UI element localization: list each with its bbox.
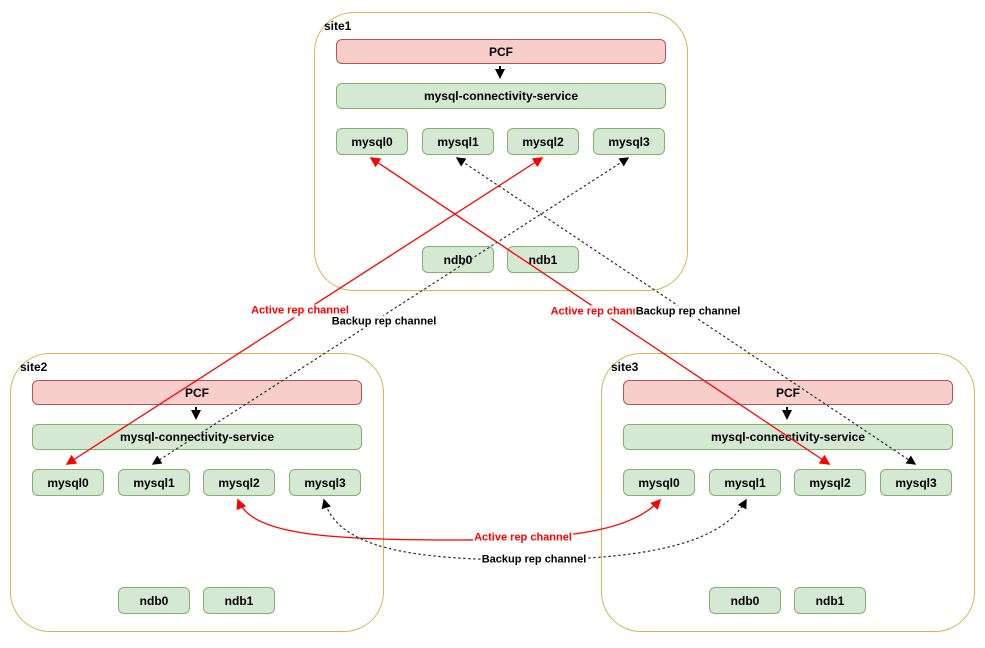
site1-mysql0-node: mysql0 bbox=[336, 128, 408, 155]
site3-mysql0-node: mysql0 bbox=[623, 469, 695, 496]
site1-pcf-box: PCF bbox=[336, 39, 666, 64]
backup-rep-channel-label-site1-site3: Backup rep channel bbox=[634, 305, 742, 319]
site2-mysql1-node: mysql1 bbox=[118, 469, 190, 496]
site1-container: site1 PCF mysql-connectivity-service mys… bbox=[314, 12, 688, 291]
backup-rep-channel-label-site2-site3: Backup rep channel bbox=[480, 553, 588, 567]
site1-mysql2-node: mysql2 bbox=[507, 128, 579, 155]
site3-connectivity-service-box: mysql-connectivity-service bbox=[623, 424, 953, 450]
site2-connectivity-service-box: mysql-connectivity-service bbox=[32, 424, 362, 450]
site1-ndb1-node: ndb1 bbox=[507, 246, 579, 273]
site3-label: site3 bbox=[611, 360, 639, 374]
site2-container: site2 PCF mysql-connectivity-service mys… bbox=[10, 353, 384, 632]
site2-pcf-box: PCF bbox=[32, 380, 362, 405]
site1-mysql1-node: mysql1 bbox=[422, 128, 494, 155]
backup-rep-channel-label-site1-site2: Backup rep channel bbox=[330, 315, 438, 329]
site3-ndb0-node: ndb0 bbox=[709, 587, 781, 614]
site3-ndb1-node: ndb1 bbox=[794, 587, 866, 614]
site3-mysql1-node: mysql1 bbox=[709, 469, 781, 496]
site2-ndb0-node: ndb0 bbox=[118, 587, 190, 614]
site3-container: site3 PCF mysql-connectivity-service mys… bbox=[601, 353, 975, 632]
active-rep-channel-label-site1-site3: Active rep channe bbox=[549, 305, 647, 319]
site3-mysql3-node: mysql3 bbox=[880, 469, 952, 496]
active-rep-channel-label-site2-site3: Active rep channel bbox=[473, 531, 573, 545]
site3-mysql2-node: mysql2 bbox=[794, 469, 866, 496]
site2-mysql3-node: mysql3 bbox=[289, 469, 361, 496]
site2-mysql0-node: mysql0 bbox=[32, 469, 104, 496]
site2-label: site2 bbox=[20, 360, 48, 374]
site1-connectivity-service-box: mysql-connectivity-service bbox=[336, 83, 666, 109]
site1-label: site1 bbox=[324, 19, 352, 33]
site2-mysql2-node: mysql2 bbox=[203, 469, 275, 496]
site1-mysql3-node: mysql3 bbox=[593, 128, 665, 155]
site3-pcf-box: PCF bbox=[623, 380, 953, 405]
site1-ndb0-node: ndb0 bbox=[422, 246, 494, 273]
site2-ndb1-node: ndb1 bbox=[203, 587, 275, 614]
